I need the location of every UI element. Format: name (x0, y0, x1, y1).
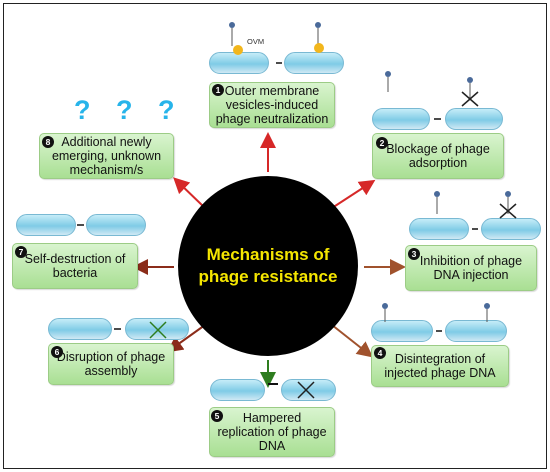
number-badge-1: 1 (212, 84, 224, 96)
unknown-question-marks: ? ? ? (74, 95, 184, 125)
number-badge-3: 3 (408, 248, 420, 260)
arrow-2 (331, 179, 376, 209)
mechanism-text-2: Blockage of phage adsorption (386, 142, 490, 170)
ovm-label: OVM (247, 37, 265, 46)
mechanism-box-5: Hampered replication of phage DNA (209, 407, 335, 457)
number-badge-7: 7 (15, 246, 27, 258)
number-badge-5: 5 (211, 410, 223, 422)
mechanism-box-1: Outer membrane vesicles-induced phage ne… (209, 82, 335, 128)
number-badge-6: 6 (51, 346, 63, 358)
mechanism-box-2: Blockage of phage adsorption (372, 133, 504, 179)
mechanism-text-4: Disintegration of injected phage DNA (384, 352, 496, 380)
mechanism-text-3: Inhibition of phage DNA injection (419, 254, 523, 282)
mechanism-text-5: Hampered replication of phage DNA (217, 411, 327, 453)
central-circle: Mechanisms of phage resistance (178, 176, 358, 356)
mechanism-box-7: Self-destruction of bacteria (12, 243, 138, 289)
number-badge-8: 8 (42, 136, 54, 148)
center-title-line2: phage resistance (198, 267, 338, 286)
center-title-line1: Mechanisms of (206, 245, 330, 264)
number-badge-2: 2 (376, 137, 388, 149)
mechanism-text-6: Disruption of phage assembly (56, 350, 166, 378)
mechanism-box-4: Disintegration of injected phage DNA (371, 345, 509, 387)
number-badge-4: 4 (374, 347, 386, 359)
arrow-6 (166, 324, 206, 353)
mechanism-box-3: Inhibition of phage DNA injection (405, 245, 537, 291)
mechanism-text-8: Additional newly emerging, unknown mecha… (51, 135, 162, 177)
mechanism-text-7: Self-destruction of bacteria (24, 252, 126, 280)
arrow-4 (331, 324, 374, 358)
arrow-8 (173, 177, 206, 209)
mechanism-box-6: Disruption of phage assembly (48, 343, 174, 385)
mechanism-box-8: Additional newly emerging, unknown mecha… (39, 133, 174, 179)
mechanism-text-1: Outer membrane vesicles-induced phage ne… (215, 84, 329, 126)
